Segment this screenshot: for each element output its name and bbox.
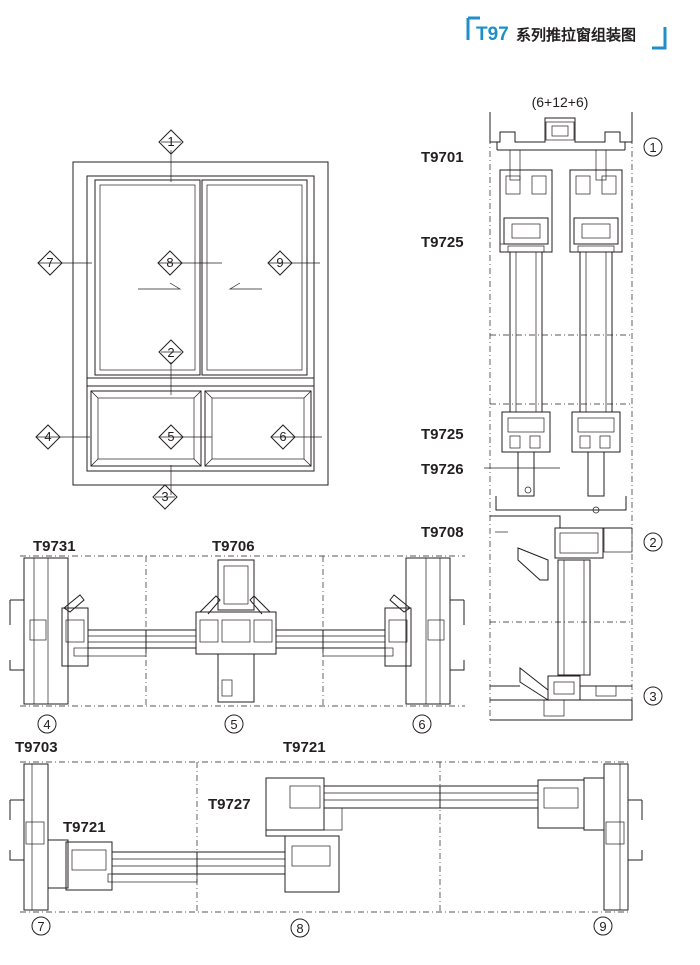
svg-text:3: 3 xyxy=(161,489,168,504)
svg-text:1: 1 xyxy=(167,134,174,149)
label-t9703: T9703 xyxy=(15,739,58,756)
profile-t9701 xyxy=(489,112,633,181)
glass-spec: (6+12+6) xyxy=(532,94,589,110)
label-t9731: T9731 xyxy=(33,538,76,555)
window-elevation xyxy=(60,150,329,495)
outer-frame xyxy=(72,161,329,486)
slide-arrow-left xyxy=(138,282,182,290)
svg-text:9: 9 xyxy=(599,919,606,934)
svg-text:4: 4 xyxy=(43,717,50,732)
svg-text:3: 3 xyxy=(649,689,656,704)
right-sash xyxy=(201,179,308,376)
svg-text:8: 8 xyxy=(166,255,173,270)
label-t9721-left: T9721 xyxy=(63,819,106,836)
sash-top-left xyxy=(499,169,553,253)
right-jamb-6 xyxy=(405,557,465,705)
svg-text:2: 2 xyxy=(649,535,656,550)
horizontal-section-lower: T9703 T9721 T9721 T9727 7 8 9 xyxy=(9,739,643,938)
elev-marker-1: 1 xyxy=(158,129,184,155)
profile-bottom-frame xyxy=(490,666,633,721)
label-t9727: T9727 xyxy=(208,796,251,813)
svg-text:1: 1 xyxy=(649,140,656,155)
svg-text:5: 5 xyxy=(230,717,237,732)
svg-text:6: 6 xyxy=(418,717,425,732)
left-sash xyxy=(94,179,201,376)
svg-text:7: 7 xyxy=(37,919,44,934)
right-sash-9 xyxy=(439,777,605,831)
vertical-section: (6+12+6) xyxy=(421,94,663,721)
vsec-marker-3: 3 xyxy=(643,686,663,706)
hsec-marker-6: 6 xyxy=(412,714,432,734)
elev-marker-8: 8 xyxy=(157,250,183,276)
header-bracket-right xyxy=(652,27,667,50)
elev-marker-6: 6 xyxy=(270,424,296,450)
svg-text:9: 9 xyxy=(276,255,283,270)
elev-marker-7: 7 xyxy=(37,250,63,276)
svg-text:5: 5 xyxy=(167,429,174,444)
elevation-markers: 1 2 3 4 5 6 7 xyxy=(35,129,296,510)
sash-bottom-right xyxy=(571,411,621,497)
lower-right-pane xyxy=(204,390,312,467)
header-title: 系列推拉窗组装图 xyxy=(516,26,636,44)
lower-left-pane xyxy=(90,390,202,467)
hsec-marker-9: 9 xyxy=(593,916,613,936)
left-sash-4 xyxy=(61,607,147,667)
right-jamb-9 xyxy=(603,763,643,911)
elev-marker-2: 2 xyxy=(158,339,184,365)
elev-marker-5: 5 xyxy=(158,424,184,450)
left-jamb-7 xyxy=(9,763,69,911)
svg-text:6: 6 xyxy=(279,429,286,444)
svg-text:7: 7 xyxy=(46,255,53,270)
label-t9706: T9706 xyxy=(212,538,255,555)
hsec-marker-7: 7 xyxy=(31,916,51,936)
glazing-upper xyxy=(509,251,613,413)
left-sash-7 xyxy=(65,841,198,891)
slide-arrow-right xyxy=(228,282,262,290)
svg-text:8: 8 xyxy=(296,921,303,936)
interlock-t9727 xyxy=(196,777,441,893)
label-t9701: T9701 xyxy=(421,149,464,166)
hsec-marker-8: 8 xyxy=(290,918,310,938)
header-bracket-left xyxy=(466,16,480,40)
left-jamb-4 xyxy=(9,557,85,705)
header-series: T97 xyxy=(476,24,509,45)
vsec-marker-1: 1 xyxy=(643,137,663,157)
label-t9725-bottom: T9725 xyxy=(421,426,464,443)
elev-marker-4: 4 xyxy=(35,424,61,450)
right-sash-6 xyxy=(322,594,412,667)
elev-marker-3: 3 xyxy=(152,484,178,510)
profile-t9708 xyxy=(490,486,633,581)
label-t9721-top: T9721 xyxy=(283,739,326,756)
interlock-t9706 xyxy=(145,559,324,703)
inner-frame xyxy=(86,175,315,472)
label-t9725-top: T9725 xyxy=(421,234,464,251)
header: T97 系列推拉窗组装图 xyxy=(466,16,667,50)
hsec-marker-5: 5 xyxy=(224,714,244,734)
vsec-marker-2: 2 xyxy=(643,532,663,552)
horizontal-section-upper: T9731 T9706 4 5 6 xyxy=(9,538,465,734)
glazing-lower xyxy=(557,559,591,676)
svg-text:4: 4 xyxy=(44,429,51,444)
label-t9726: T9726 xyxy=(421,461,464,478)
svg-text:2: 2 xyxy=(167,345,174,360)
hsec-marker-4: 4 xyxy=(37,714,57,734)
elev-marker-9: 9 xyxy=(267,250,293,276)
sash-bottom-left xyxy=(501,411,551,497)
sash-top-right xyxy=(569,169,623,253)
label-t9708: T9708 xyxy=(421,524,464,541)
